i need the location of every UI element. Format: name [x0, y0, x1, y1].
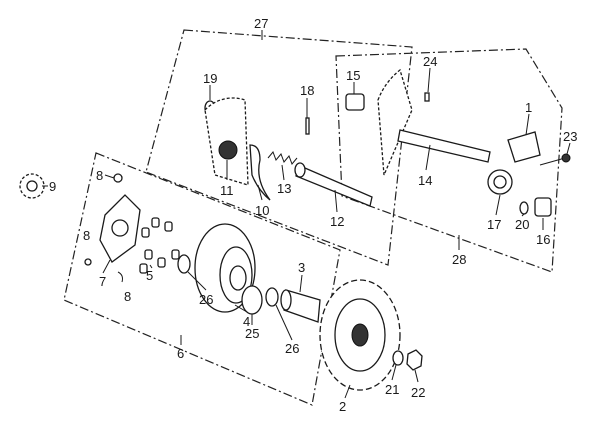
- pulley-4: [194, 223, 256, 313]
- callout-20: 20: [515, 217, 529, 232]
- clip-8-bottom: [117, 271, 123, 283]
- callout-8-left: 8: [83, 228, 90, 243]
- washer-20: [519, 201, 529, 215]
- callout-7: 7: [99, 274, 106, 289]
- clip-8-top: [113, 173, 123, 183]
- bracket-1: [507, 131, 541, 163]
- callout-19: 19: [203, 71, 217, 86]
- callout-9: 9: [49, 179, 56, 194]
- clip-10: [249, 144, 271, 201]
- callout-18: 18: [300, 83, 314, 98]
- callout-22: 22: [411, 385, 425, 400]
- clip-8-left: [84, 258, 92, 266]
- washer-21: [392, 350, 404, 366]
- gear-11: [204, 97, 249, 186]
- bolt-23: [539, 153, 571, 166]
- callout-21: 21: [385, 382, 399, 397]
- spring-13: [267, 151, 298, 165]
- callout-25: 25: [245, 326, 259, 341]
- group-box-28: [335, 48, 563, 273]
- callout-6: 6: [177, 346, 184, 361]
- bushing-16: [534, 197, 552, 217]
- callout-26-b: 26: [285, 341, 299, 356]
- spring-17: [487, 169, 513, 195]
- callout-11: 11: [220, 183, 234, 198]
- callout-1: 1: [525, 100, 532, 115]
- group-box-27: [145, 29, 413, 266]
- callout-4: 4: [243, 314, 250, 329]
- washer-26-a: [177, 254, 191, 274]
- gear-9: [19, 173, 45, 199]
- callout-2: 2: [339, 399, 346, 414]
- callout-17: 17: [487, 217, 501, 232]
- bushing-15: [345, 93, 365, 111]
- ramp-plate-7: [99, 194, 141, 263]
- callout-16: 16: [536, 232, 550, 247]
- callout-28: 28: [452, 252, 466, 267]
- washer-26-b: [265, 287, 279, 307]
- pin-18: [305, 117, 310, 135]
- callout-8-bottom: 8: [124, 289, 131, 304]
- kick-shaft-14: [397, 129, 491, 163]
- leader-lines: [42, 30, 571, 399]
- fan-2: [319, 279, 401, 391]
- callout-15: 15: [346, 68, 360, 83]
- callout-3: 3: [298, 260, 305, 275]
- callout-24: 24: [423, 54, 437, 69]
- kick-gear-segment: [377, 68, 413, 176]
- pin-24: [424, 92, 430, 102]
- callout-5: 5: [146, 268, 153, 283]
- group-box-6: [63, 152, 341, 406]
- nut-22: [406, 349, 423, 371]
- sleeve-3: [280, 289, 321, 323]
- callout-14: 14: [418, 173, 432, 188]
- callout-26-a: 26: [199, 292, 213, 307]
- callout-27: 27: [254, 16, 268, 31]
- callout-13: 13: [277, 181, 291, 196]
- shaft-12: [294, 162, 373, 207]
- callout-8-top: 8: [96, 168, 103, 183]
- callout-12: 12: [330, 214, 344, 229]
- callout-23: 23: [563, 129, 577, 144]
- callout-labels: 27 19 18 11 10 13 12 15 24 1 23 14 17 20…: [49, 16, 577, 414]
- bushing-25: [241, 285, 263, 315]
- rollers-5: [139, 217, 180, 274]
- callout-10: 10: [255, 203, 269, 218]
